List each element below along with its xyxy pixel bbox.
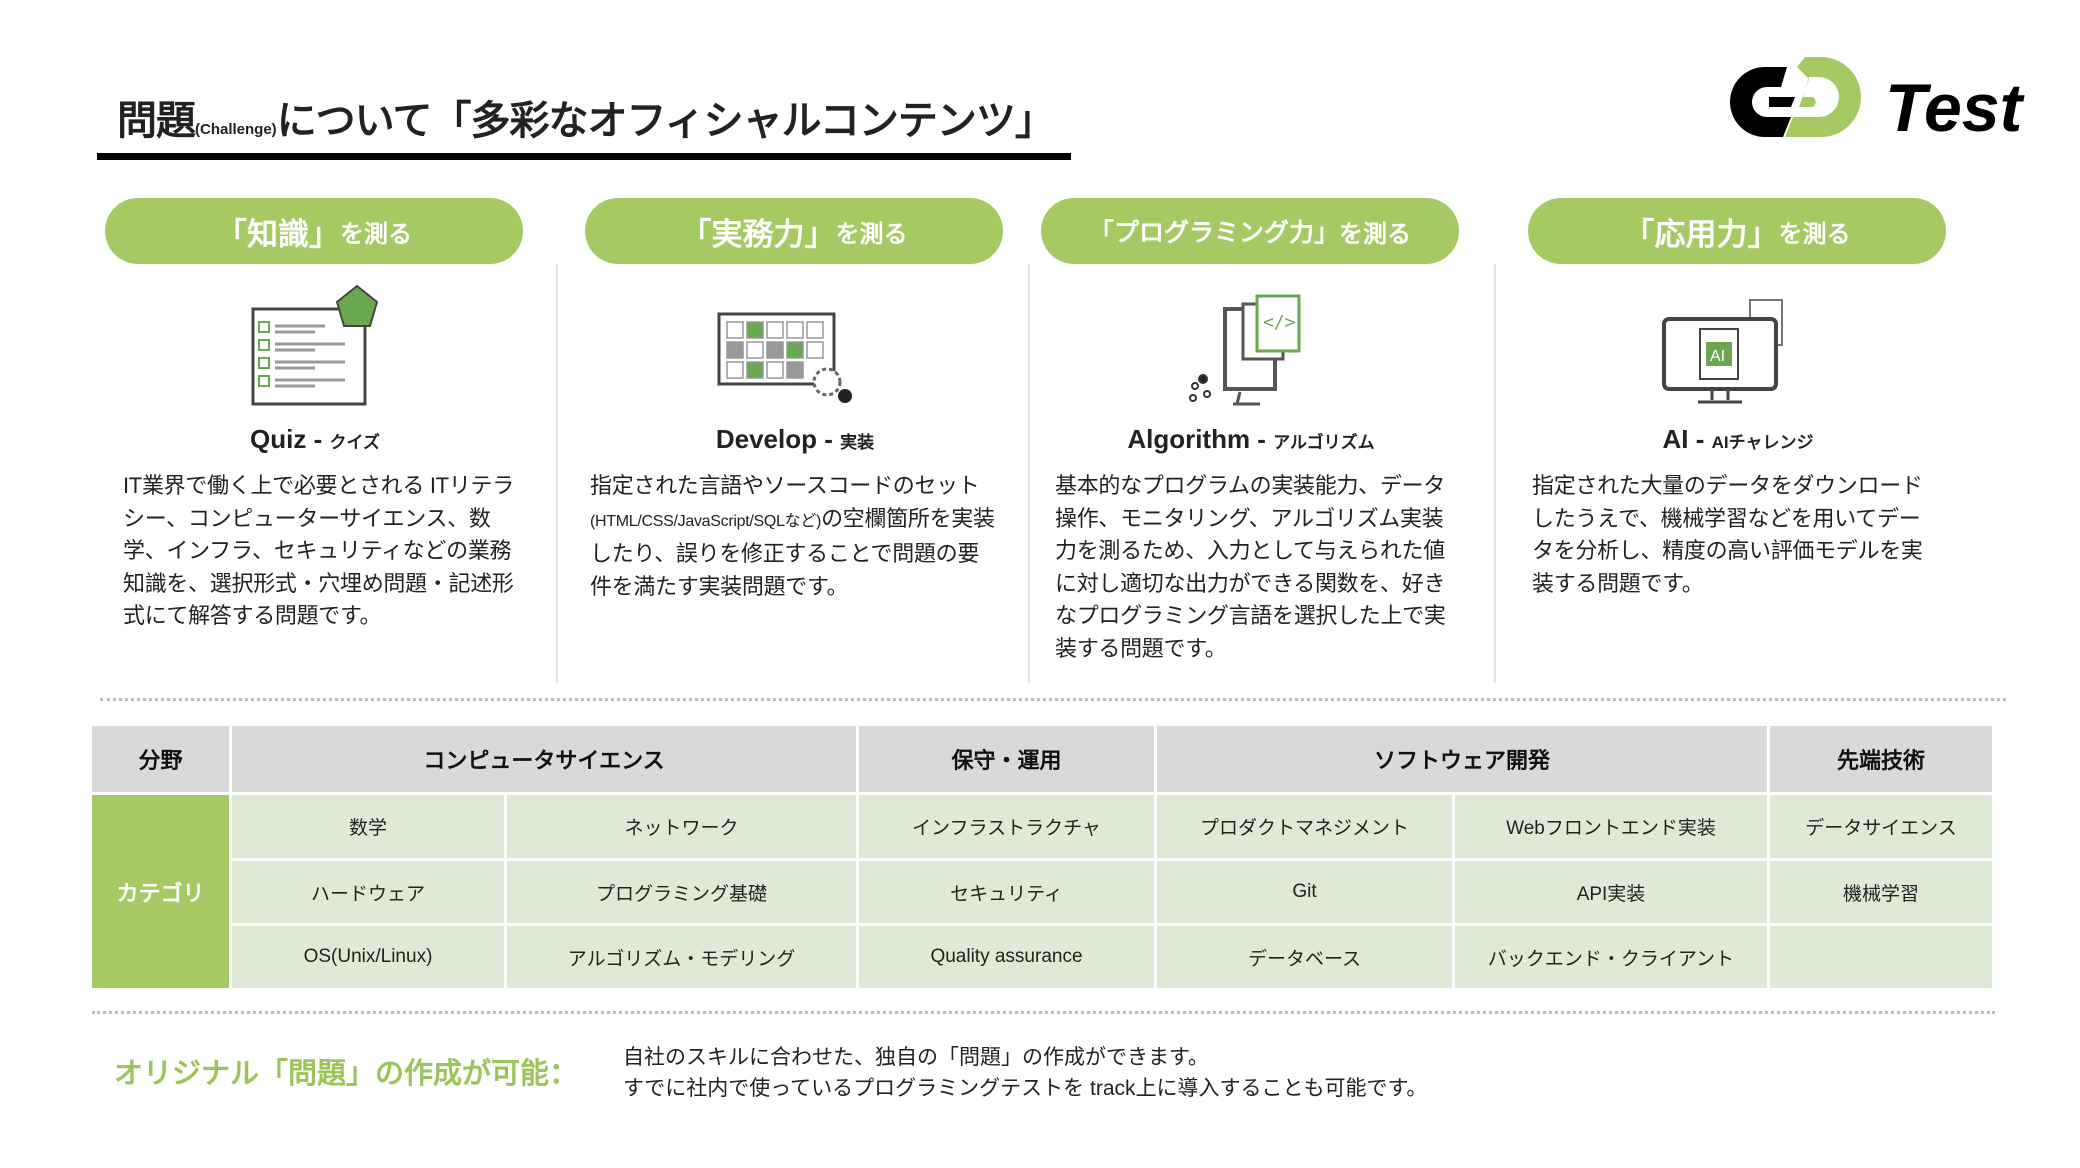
original-problems-text: 自社のスキルに合わせた、独自の「問題」の作成ができます。 すでに社内で使っている… [623,1042,1427,1104]
column-divider [1494,264,1496,683]
card-name-sub: クイズ [329,433,380,452]
table-cell: バックエンド・クライアント [1455,926,1767,988]
pill-small: を測る [1778,220,1851,248]
body-text: の空欄箇所を実装したり、誤りを修正することで問題の要件を満たす実装問題です。 [590,505,995,599]
card-name: Algorithm [1127,424,1251,454]
card-body-develop: 指定された言語やソースコードのセット (HTML/CSS/JavaScript/S… [590,470,995,603]
field-header: 分野 [92,726,229,792]
table-cell: ハードウェア [232,861,504,923]
card-name-sub: AIチャレンジ [1711,433,1814,452]
table-cell: Webフロントエンド実装 [1455,795,1767,858]
title-underline [97,153,1071,160]
pill-main: 「知識」 [216,216,340,252]
develop-grid-gear-icon [717,312,852,403]
pill-applied: 「応用力」を測る [1528,198,1946,264]
column-divider [1028,264,1030,683]
svg-text:AI: AI [1710,348,1725,365]
table-cell: プログラミング基礎 [507,861,856,923]
field-advanced-tech: 先端技術 [1770,726,1992,792]
column-divider [556,264,558,683]
pill-small: を測る [1339,220,1411,248]
card-title-ai: AI - AIチャレンジ [1662,424,1814,454]
card-name-sub: 実装 [840,433,875,452]
pill-small: を測る [835,220,908,248]
category-table: 分野 コンピュータサイエンス 保守・運用 ソフトウェア開発 先端技術 カテゴリ … [92,726,1995,988]
body-text: 指定された言語やソースコードのセット [590,473,980,498]
pill-main: 「実務力」 [680,216,836,252]
table-cell: アルゴリズム・モデリング [507,926,856,988]
table-cell: インフラストラクチャ [859,795,1154,858]
algorithm-monitor-code-icon: </> [1189,294,1301,406]
field-operations: 保守・運用 [859,726,1154,792]
table-cell: API実装 [1455,861,1767,923]
category-header: カテゴリ [92,795,229,988]
table-cell: Quality assurance [859,926,1154,988]
original-problems-label: オリジナル「問題」の作成が可能： [114,1058,579,1090]
title-small: (Challenge) [195,121,277,138]
pill-programming: 「プログラミング力」を測る [1041,198,1459,264]
page-title: 問題(Challenge)について「多彩なオフィシャルコンテンツ」 [117,88,1055,146]
card-body-ai: 指定された大量のデータをダウンロードしたうえで、機械学習などを用いてデータを分析… [1532,473,1923,596]
table-cell: プロダクトマネジメント [1157,795,1452,858]
card-body-quiz: IT業界で働く上で必要とされる ITリテラシー、コンピューターサイエンス、数学、… [123,473,514,628]
card-title-algorithm: Algorithm - アルゴリズム [1127,424,1375,454]
pill-main: 「プログラミング力」 [1088,219,1339,247]
table-cell: データサイエンス [1770,795,1992,858]
field-computer-science: コンピュータサイエンス [232,726,856,792]
original-line-1: 自社のスキルに合わせた、独自の「問題」の作成ができます。 [623,1046,1209,1069]
card-body-algorithm: 基本的なプログラムの実装能力、データ操作、モニタリング、アルゴリズム実装力を測る… [1055,473,1446,661]
pill-knowledge: 「知識」を測る [105,198,523,264]
field-software-dev: ソフトウェア開発 [1157,726,1767,792]
table-cell: 機械学習 [1770,861,1992,923]
pill-small: を測る [340,220,412,248]
card-name: Quiz [250,424,307,454]
quiz-checklist-icon [251,284,379,406]
pill-practical: 「実務力」を測る [585,198,1003,264]
table-cell: データベース [1157,926,1452,988]
original-line-2: すでに社内で使っているプログラミングテストを track上に導入することも可能で… [623,1077,1428,1100]
title-main: 問題 [117,99,196,143]
table-cell: ネットワーク [507,795,856,858]
card-name: AI [1662,424,1689,454]
dotted-divider [92,1011,1995,1014]
card-title-quiz: Quiz - クイズ [250,424,380,454]
card-name: Develop [715,424,818,454]
body-mini: (HTML/CSS/JavaScript/SQLなど) [590,512,822,530]
table-cell: Git [1157,861,1452,923]
pill-main: 「応用力」 [1623,216,1779,252]
title-rest: について「多彩なオフィシャルコンテンツ」 [276,99,1055,143]
brand-logo: Test [1730,57,2025,146]
logo-text: Test [1885,70,2025,146]
svg-text:</>: </> [1263,312,1296,333]
table-cell: セキュリティ [859,861,1154,923]
table-cell: 数学 [232,795,504,858]
card-name-sub: アルゴリズム [1273,433,1375,452]
ai-monitor-document-icon: AI [1662,299,1783,404]
table-cell: OS(Unix/Linux) [232,926,504,988]
card-title-develop: Develop - 実装 [715,424,875,454]
dotted-divider [100,698,2006,701]
table-cell-empty [1770,926,1992,988]
